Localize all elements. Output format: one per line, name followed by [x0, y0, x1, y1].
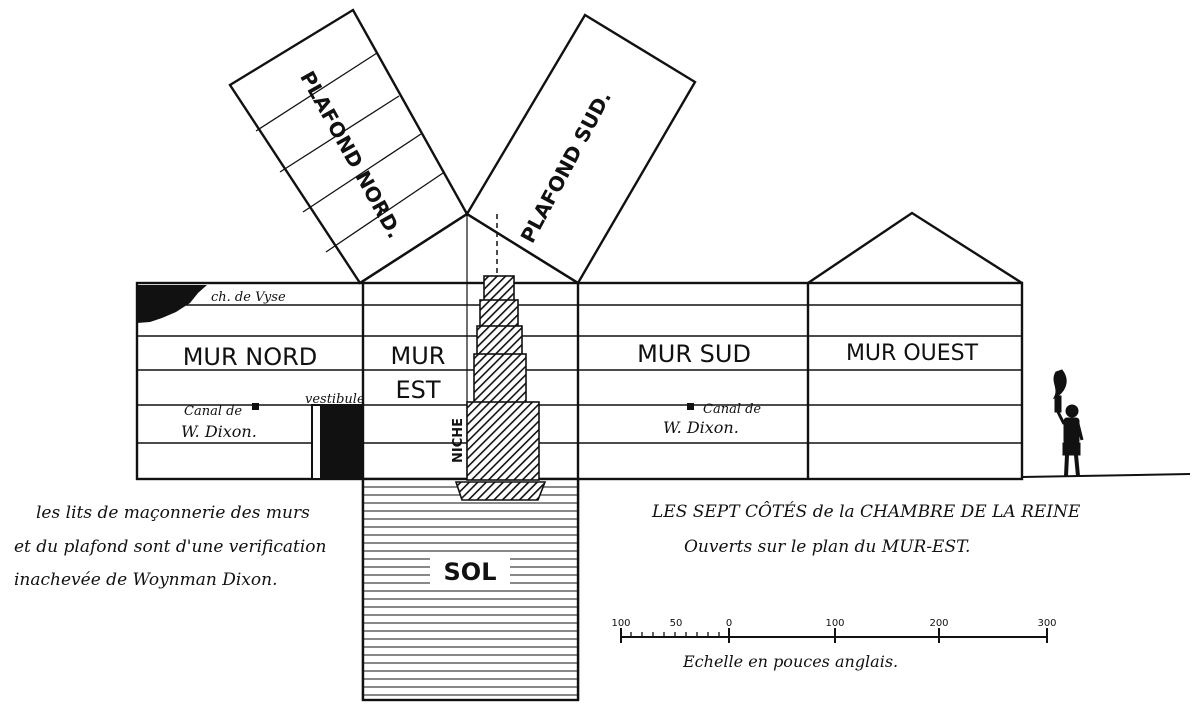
plafond-nord-courses [255, 52, 444, 253]
mur-nord-label: MUR NORD [183, 343, 318, 371]
scale-tick-300: 300 [1037, 618, 1056, 629]
canal-left-line2: W. Dixon. [181, 422, 257, 441]
sol-label-bg [430, 556, 510, 586]
canal-right-line2: W. Dixon. [663, 418, 739, 437]
torch-bearer-figure [1052, 369, 1084, 477]
vestibule-label: vestibule [305, 392, 365, 407]
note-left-line1: les lits de maçonnerie des murs [36, 503, 310, 523]
scale-tick-100: 100 [825, 618, 844, 629]
plafond-nord: PLAFOND NORD. [228, 8, 469, 285]
scale-tick-200: 200 [929, 618, 948, 629]
niche [454, 275, 547, 501]
title-right: LES SEPT CÔTÉS de la CHAMBRE DE LA REINE… [651, 501, 1081, 557]
niche-label: NICHE [451, 418, 466, 463]
scale-bar: 100 50 0 100 200 300 Echelle en pouces a… [611, 618, 1056, 671]
mur-ouest-label: MUR OUEST [846, 341, 979, 366]
canal-left-line1: Canal de [184, 404, 242, 419]
scale-tick-100-left: 100 [611, 618, 630, 629]
canal-dot-right [687, 403, 694, 410]
gable-ouest [807, 211, 1023, 285]
dark-corner-patch [137, 285, 207, 323]
scale-caption: Echelle en pouces anglais. [682, 652, 898, 671]
ch-de-vyse-label: ch. de Vyse [211, 290, 286, 305]
title-right-line2: Ouverts sur le plan du MUR-EST. [684, 537, 970, 557]
mur-est-label-line2: EST [395, 376, 440, 404]
scale-tick-50: 50 [670, 618, 683, 629]
sol-label: SOL [444, 558, 497, 586]
title-right-line1: LES SEPT CÔTÉS de la CHAMBRE DE LA REINE [651, 501, 1081, 522]
canal-right-line1: Canal de [703, 402, 761, 417]
note-left-line3: inachevée de Woynman Dixon. [14, 570, 277, 590]
canal-dot-left [252, 403, 259, 410]
note-left: les lits de maçonnerie des murs et du pl… [14, 503, 326, 590]
plafond-sud: PLAFOND SUD. [465, 13, 697, 285]
sol-floor [361, 477, 580, 702]
mur-est-label-line1: MUR [391, 342, 446, 370]
mur-sud-label: MUR SUD [637, 340, 751, 368]
ground-line [1021, 473, 1191, 478]
scale-tick-0: 0 [726, 618, 732, 629]
vestibule [311, 404, 364, 480]
masonry-courses [137, 304, 1022, 444]
note-left-line2: et du plafond sont d'une verification [14, 537, 326, 557]
